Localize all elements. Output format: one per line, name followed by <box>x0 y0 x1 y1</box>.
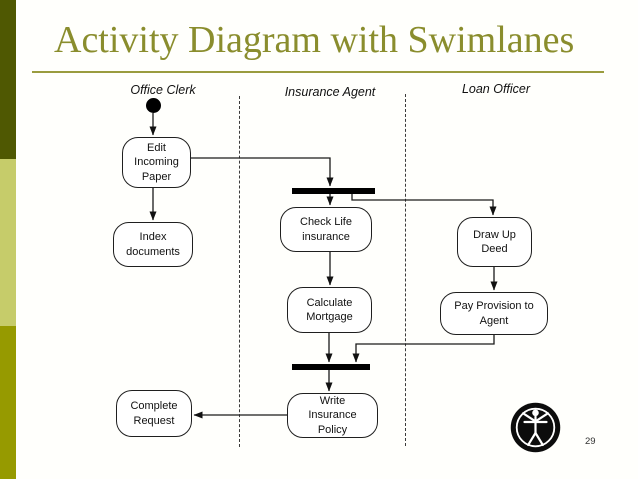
activity-draw-up-deed: Draw Up Deed <box>457 217 532 267</box>
title-underline <box>32 71 604 73</box>
page-number: 29 <box>585 436 596 447</box>
swimlane-separator-2 <box>405 94 406 446</box>
swimlane-header-insurance-agent: Insurance Agent <box>284 85 376 99</box>
activity-index-documents: Index documents <box>113 222 193 267</box>
activity-calculate-mortgage: Calculate Mortgage <box>287 287 372 333</box>
page-title: Activity Diagram with Swimlanes <box>54 19 575 61</box>
accent-bar-top <box>0 0 16 159</box>
start-node-icon <box>146 98 161 113</box>
vitruvian-logo-icon <box>510 402 561 453</box>
activity-pay-provision-to-agent: Pay Provision to Agent <box>440 292 548 335</box>
activity-write-insurance-policy: Write Insurance Policy <box>287 393 378 438</box>
accent-bar-middle <box>0 159 16 326</box>
activity-complete-request: Complete Request <box>116 390 192 437</box>
swimlane-separator-1 <box>239 96 240 447</box>
swimlane-header-office-clerk: Office Clerk <box>130 83 196 97</box>
accent-bar-bottom <box>0 326 16 479</box>
activity-edit-incoming-paper: Edit Incoming Paper <box>122 137 191 188</box>
activity-check-life-insurance: Check Life insurance <box>280 207 372 252</box>
fork-bar <box>292 188 375 194</box>
swimlane-header-loan-officer: Loan Officer <box>461 82 531 96</box>
join-bar <box>292 364 370 370</box>
